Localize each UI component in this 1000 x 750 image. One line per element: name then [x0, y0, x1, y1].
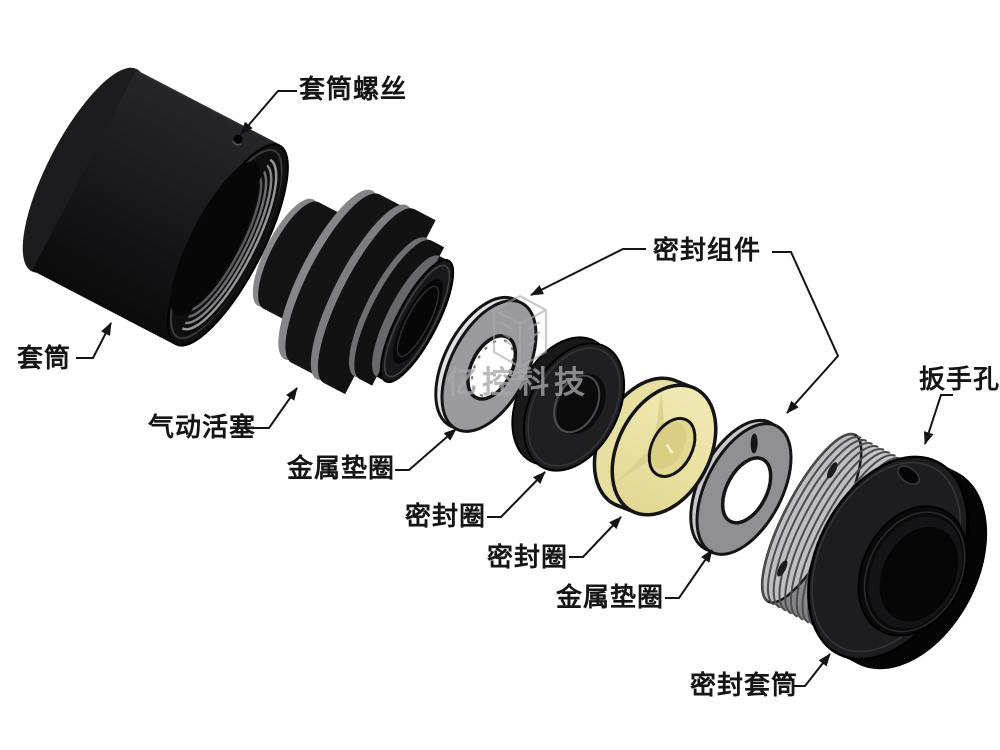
leader-sleeve-screw: [240, 90, 297, 135]
leader-seal-ring-2: [569, 516, 622, 558]
label-seal-ring-2: 密封圈: [487, 542, 569, 572]
watermark-logo: [492, 294, 548, 381]
sleeve-screw-hole: [232, 134, 243, 146]
label-wrench-hole: 扳手孔: [919, 364, 1000, 394]
leader-seal-assembly-left: [530, 248, 646, 296]
leader-lines: [76, 90, 953, 687]
label-seal-assembly: 密封组件: [653, 235, 762, 265]
leader-metal-washer-1: [395, 428, 457, 471]
pneumatic-piston-part: [252, 189, 455, 395]
label-pneumatic-piston: 气动活塞: [148, 412, 257, 442]
leader-metal-washer-2: [665, 549, 713, 599]
label-metal-washer-2: 金属垫圈: [556, 582, 665, 612]
piston-bore: [392, 279, 443, 364]
watermark-text: 亿控科技: [446, 365, 590, 400]
leader-seal-ring-1: [487, 471, 546, 518]
metal-washer-1-part: [434, 295, 538, 433]
leader-seal-sleeve: [792, 653, 831, 687]
washer-2-hole: [720, 456, 773, 525]
leader-wrench-hole: [923, 394, 953, 445]
label-metal-washer-1: 金属垫圈: [287, 453, 396, 483]
wrench-hole-feature: [897, 465, 920, 485]
label-seal-sleeve: 密封套筒: [690, 670, 799, 700]
label-sleeve: 套筒: [17, 343, 72, 373]
seal-sleeve-part: [760, 432, 988, 670]
leader-piston: [252, 387, 298, 429]
label-seal-ring-1: 密封圈: [405, 501, 487, 531]
sleeve-part: [22, 67, 289, 347]
leader-sleeve: [76, 322, 112, 359]
leader-seal-assembly-right: [772, 251, 840, 414]
seal-ring-1-hole: [556, 373, 606, 435]
seal-sleeve-bore: [857, 505, 969, 637]
label-sleeve-screw: 套筒螺丝: [299, 74, 408, 104]
seal-ring-1-part: [511, 336, 626, 472]
